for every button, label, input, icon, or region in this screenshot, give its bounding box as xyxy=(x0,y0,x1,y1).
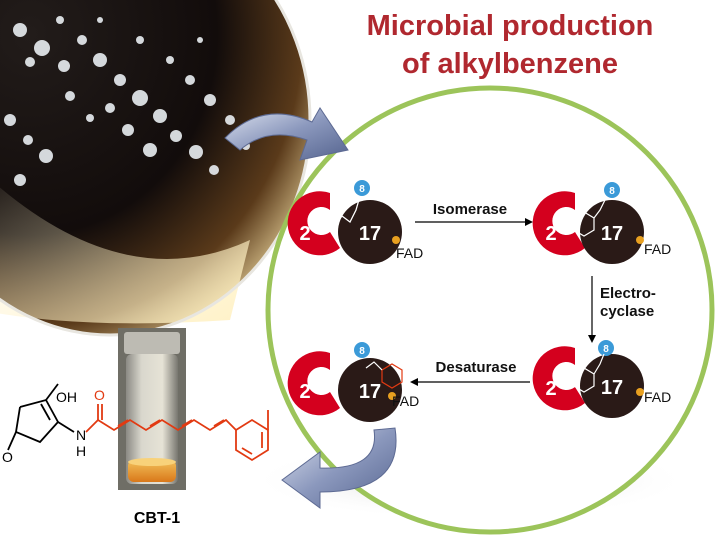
badge xyxy=(604,182,620,198)
enzyme-label: 17 xyxy=(359,223,381,245)
cbt1-structure xyxy=(7,383,269,462)
acp-label: 2 xyxy=(545,223,556,245)
fad-label: FAD xyxy=(644,241,671,257)
fad-label: FAD xyxy=(396,245,423,261)
badge-label: 8 xyxy=(359,346,365,357)
acp-domain xyxy=(287,191,340,256)
enzyme-label: 17 xyxy=(601,377,623,399)
badge-label: 8 xyxy=(609,186,615,197)
product-ring xyxy=(381,363,403,389)
enzyme-domain xyxy=(338,358,402,422)
fad-dot xyxy=(636,388,644,396)
badge-label: 8 xyxy=(359,184,365,195)
product-name: CBT-1 xyxy=(134,510,180,527)
label-o-amide: O xyxy=(94,387,105,403)
vial-photo xyxy=(118,328,186,490)
substrate-chain xyxy=(317,195,361,229)
petri-dish-photo xyxy=(0,0,312,337)
enzyme-label: 17 xyxy=(601,223,623,245)
enzyme-label: 17 xyxy=(359,381,381,403)
title-line-2: of alkylbenzene xyxy=(402,48,618,80)
label-h: H xyxy=(76,443,86,459)
enzyme-complex-4: 2 17 8 FAD xyxy=(287,342,419,422)
label-o-ring: O xyxy=(2,449,13,465)
fad-label: FAD xyxy=(392,393,419,409)
enzyme-complex-3: 2 17 8 FAD xyxy=(532,340,671,418)
acp-domain xyxy=(532,346,585,411)
fad-dot xyxy=(636,236,644,244)
bacterial-colonies xyxy=(4,16,250,186)
fad-dot xyxy=(392,236,400,244)
step-isomerase: Isomerase xyxy=(433,201,507,218)
curved-arrow-in-icon xyxy=(224,107,349,161)
acp-label: 2 xyxy=(299,223,310,245)
pathway-circle xyxy=(265,85,715,535)
enzyme-complex-2: 2 17 8 FAD xyxy=(532,182,671,264)
step-electrocyclase-line-1: Electro- xyxy=(600,285,656,302)
step-desaturase: Desaturase xyxy=(436,359,517,376)
curved-arrow-out-icon xyxy=(281,427,397,509)
label-oh: OH xyxy=(56,389,77,405)
fad-label: FAD xyxy=(644,389,671,405)
acp-label: 2 xyxy=(545,378,556,400)
badge xyxy=(354,342,370,358)
step-electrocyclase-line-2: cyclase xyxy=(600,303,654,320)
badge-label: 8 xyxy=(603,344,609,355)
title-line-1: Microbial production xyxy=(367,10,654,42)
enzyme-complex-1: 2 17 8 FAD xyxy=(287,180,423,264)
substrate-ring xyxy=(573,367,595,393)
label-n: N xyxy=(76,427,86,443)
acp-domain xyxy=(532,191,585,256)
enzyme-domain xyxy=(338,200,402,264)
badge xyxy=(354,180,370,196)
substrate-ring xyxy=(573,211,595,237)
badge xyxy=(598,340,614,356)
fad-dot xyxy=(388,392,396,400)
acp-domain xyxy=(287,351,340,416)
acp-label: 2 xyxy=(299,381,310,403)
